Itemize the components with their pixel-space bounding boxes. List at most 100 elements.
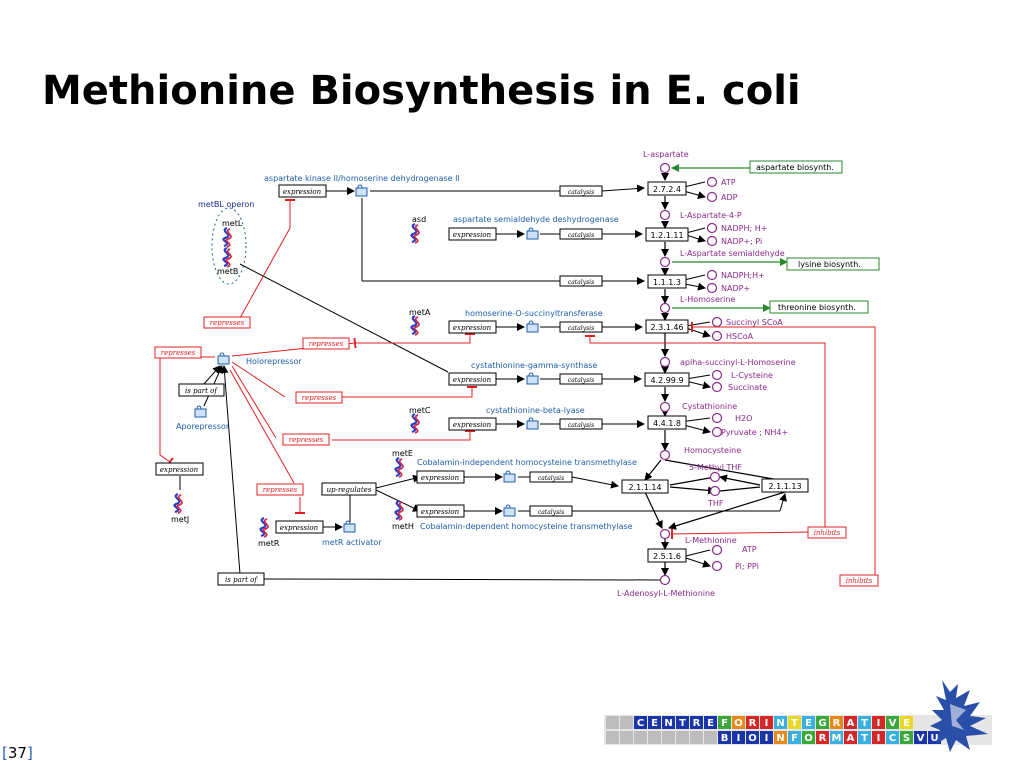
ec-2-5-1-6: 2.5.1.6 <box>653 552 681 561</box>
logo-tile <box>830 716 843 729</box>
expression-metJ: expression <box>160 466 199 474</box>
dna-icon <box>222 226 233 249</box>
node-thf <box>709 485 721 497</box>
represses-5: represses <box>289 436 324 444</box>
is-part-of-2: is part of <box>225 576 258 584</box>
catalysis-6: catalysis <box>568 422 594 429</box>
logo-tile <box>634 716 647 729</box>
represses-3: represses <box>309 340 344 348</box>
logo-tile <box>606 731 619 744</box>
ec-2-3-1-46: 2.3.1.46 <box>650 323 683 332</box>
metbl-operon-outline <box>211 207 247 285</box>
node-atp1 <box>706 176 718 188</box>
logo-letter: U <box>930 733 938 744</box>
node-aspartate-4-p <box>659 209 671 221</box>
logo-tile <box>732 731 745 744</box>
logo-tile <box>746 716 759 729</box>
protein-icon <box>526 372 539 385</box>
represses-1: represses <box>210 319 245 327</box>
logo-letter: O <box>804 733 813 744</box>
expression-asd: expression <box>453 231 492 239</box>
logo-tile <box>662 716 675 729</box>
logo-tile <box>886 716 899 729</box>
logo-letter: E <box>903 718 910 729</box>
dna-icon <box>259 516 270 539</box>
label-asd-gene: asd <box>412 215 426 224</box>
label-thf: THF <box>707 499 724 508</box>
node-sam <box>659 574 671 586</box>
protein-icon <box>217 352 230 365</box>
logo-letter: R <box>819 733 827 744</box>
logo-tile <box>704 716 717 729</box>
ec-1-2-1-11: 1.2.1.11 <box>650 231 683 240</box>
label-metBL-operon: metBL operon <box>198 200 254 209</box>
expression-metA: expression <box>453 324 492 332</box>
aspartate-biosynth-label: aspartate biosynth. <box>756 163 834 172</box>
logo-tile <box>914 731 927 744</box>
label-cysteine: L-Cysteine <box>731 371 773 380</box>
protein-icon <box>503 504 516 517</box>
label-nadph1: NADPH; H+ <box>721 224 767 233</box>
label-methyl-thf: 5-Methyl THF <box>689 463 742 472</box>
slide-title: Methionine Biosynthesis in E. coli <box>42 68 801 114</box>
page-number: [37] <box>2 744 33 762</box>
logo-letter: E <box>805 718 812 729</box>
logo-tile <box>844 716 857 729</box>
represses-2: represses <box>161 349 196 357</box>
node-hscoa <box>711 330 723 342</box>
logo-tile <box>718 731 731 744</box>
label-aporepressor: Aporepressor <box>176 422 230 431</box>
label-sam: L-Adenosyl-L-Methionine <box>617 589 715 598</box>
logo-letter: O <box>734 718 743 729</box>
label-metA: metA <box>409 308 431 317</box>
metabolite-nodes <box>659 162 723 586</box>
logo-letter: I <box>765 718 769 729</box>
label-pyruvate: Pyruvate ; NH4+ <box>721 428 788 437</box>
label-metA-enzyme: homoserine-O-succinyltransferase <box>465 309 603 318</box>
node-adp <box>706 191 718 203</box>
logo-tile <box>662 731 675 744</box>
page-number-value: 37 <box>7 744 27 762</box>
catalysis-1: catalysis <box>568 189 594 196</box>
node-aspartate-semialdehyde <box>659 256 671 268</box>
protein-icon <box>503 470 516 483</box>
logo-letter: O <box>748 733 757 744</box>
label-nadph2: NADPH;H+ <box>721 271 765 280</box>
logo-letter: F <box>791 733 798 744</box>
label-aspartate-4-p: L-Aspartate-4-P <box>680 211 742 220</box>
logo-tile <box>760 716 773 729</box>
label-h2o: H2O <box>735 414 752 423</box>
logo-letter: T <box>679 718 686 729</box>
node-pyruvate <box>711 426 723 438</box>
logo-letter: R <box>833 718 841 729</box>
logo-letter: V <box>889 718 897 729</box>
label-homocysteine: Homocysteine <box>684 446 741 455</box>
label-atp2: ATP <box>742 545 757 554</box>
label-metB-enzyme: cystathionine-gamma-synthase <box>471 361 597 370</box>
main-pathway-backbone <box>644 173 786 576</box>
logo-letter: M <box>832 733 842 744</box>
logo-tile <box>760 731 773 744</box>
label-nadp: NADP+ <box>721 284 750 293</box>
logo-letter: C <box>637 718 644 729</box>
ec-2-7-2-4: 2.7.2.4 <box>653 185 681 194</box>
logo-letter: E <box>651 718 658 729</box>
label-succinate: Succinate <box>728 383 767 392</box>
protein-icon <box>343 520 356 533</box>
label-adp: ADP <box>721 193 738 202</box>
logo-tile <box>830 731 843 744</box>
logo-tile <box>676 731 689 744</box>
threonine-biosynth-label: threonine biosynth. <box>778 303 856 312</box>
node-cystathionine <box>659 401 671 413</box>
logo-tile <box>900 716 913 729</box>
logo-tile <box>606 716 619 729</box>
other-pathway-links: aspartate biosynth. lysine biosynth. thr… <box>671 160 880 314</box>
label-metL: metL <box>222 219 243 228</box>
node-nadph2 <box>706 269 718 281</box>
node-succinyl-scoa <box>711 316 723 328</box>
logo-letter: R <box>693 718 701 729</box>
logo-tile <box>802 731 815 744</box>
logo-letter: R <box>749 718 757 729</box>
inhibits-1: inhibits <box>814 529 841 537</box>
node-l-aspartate <box>659 162 671 174</box>
